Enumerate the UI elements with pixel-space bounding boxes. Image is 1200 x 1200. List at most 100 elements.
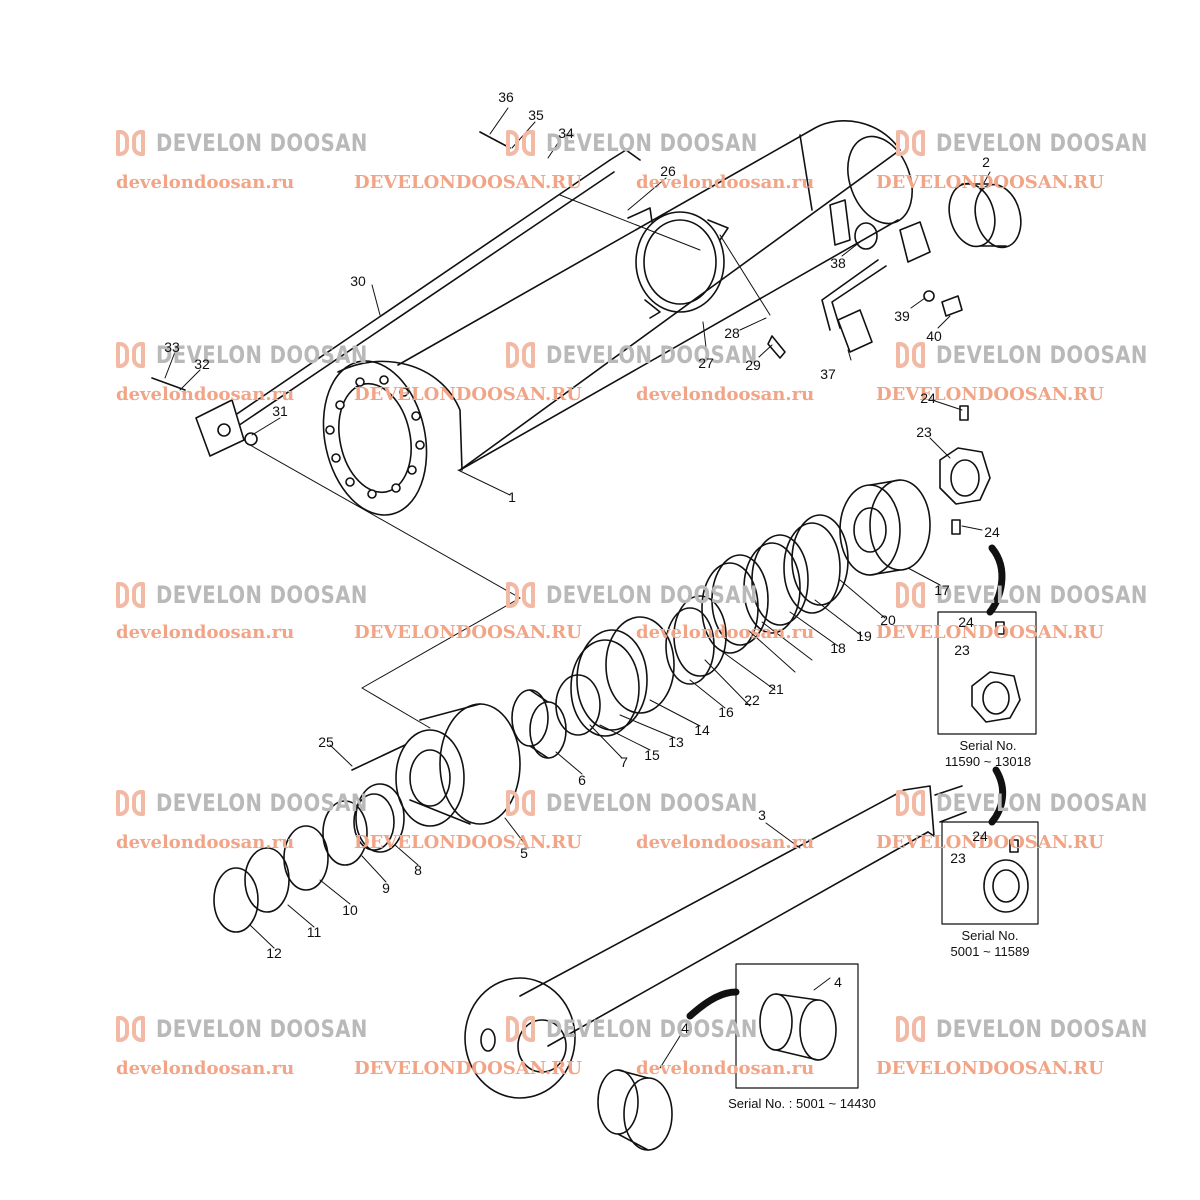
inset-box-nut-new bbox=[937, 611, 1037, 735]
leader-lines bbox=[164, 107, 991, 1069]
watermark-url: develondoosan.ru bbox=[116, 832, 295, 853]
watermark-logo: DEVELON DOOSAN bbox=[506, 580, 804, 610]
callout-label: 23 bbox=[916, 424, 932, 440]
callout-label: 32 bbox=[194, 356, 210, 372]
watermark-url: DEVELONDOOSAN.RU bbox=[876, 622, 1104, 643]
watermark-url: develondoosan.ru bbox=[116, 384, 295, 405]
pipe-37-part bbox=[821, 221, 963, 353]
watermark-mark-icon bbox=[896, 340, 930, 370]
watermark-brand: DEVELON DOOSAN bbox=[936, 129, 1148, 157]
watermark-mark-icon bbox=[116, 580, 150, 610]
callout-label: 14 bbox=[694, 722, 710, 738]
watermark-url: develondoosan.ru bbox=[636, 172, 815, 193]
callout-label: 29 bbox=[745, 357, 761, 373]
bolt-29 bbox=[767, 335, 786, 359]
watermark-url: develondoosan.ru bbox=[116, 172, 295, 193]
inset-callout-label: 24 bbox=[958, 614, 974, 630]
serial-range: 11590 ~ 13018 bbox=[944, 754, 1032, 769]
watermark-url: DEVELONDOOSAN.RU bbox=[876, 1058, 1104, 1079]
callout-label: 24 bbox=[984, 524, 1000, 540]
inset-bushing-drawing bbox=[759, 977, 837, 1061]
watermark-logo: DEVELON DOOSAN bbox=[116, 340, 414, 370]
watermark-mark-icon bbox=[896, 1014, 930, 1044]
watermark-brand: DEVELON DOOSAN bbox=[546, 581, 758, 609]
watermark-logo: DEVELON DOOSAN bbox=[506, 788, 804, 818]
serial-label: Serial No. bbox=[961, 928, 1019, 943]
bushing-4-part bbox=[597, 1069, 673, 1151]
bushing-2-part bbox=[948, 182, 1022, 249]
callout-label: 1 bbox=[508, 489, 516, 505]
callout-label: 10 bbox=[342, 902, 358, 918]
watermark-url: DEVELONDOOSAN.RU bbox=[354, 384, 582, 405]
piston-nut-part bbox=[939, 405, 991, 535]
inset-serial-caption: Serial No. : 5001 ~ 14430 bbox=[728, 1096, 876, 1111]
watermark-url: develondoosan.ru bbox=[636, 622, 815, 643]
watermark-url: DEVELONDOOSAN.RU bbox=[876, 172, 1104, 193]
watermark-url: develondoosan.ru bbox=[116, 622, 295, 643]
arrow-to-inset-bushing bbox=[686, 988, 740, 1020]
callout-label: 40 bbox=[926, 328, 942, 344]
rod-seals bbox=[213, 783, 405, 933]
callout-label: 8 bbox=[414, 862, 422, 878]
watermark-url: DEVELONDOOSAN.RU bbox=[876, 832, 1104, 853]
callout-label: 4 bbox=[681, 1020, 689, 1036]
watermark-brand: DEVELON DOOSAN bbox=[546, 789, 758, 817]
watermark-logo: DEVELON DOOSAN bbox=[506, 340, 804, 370]
inset-callout-label: 24 bbox=[972, 828, 988, 844]
callout-label: 19 bbox=[856, 628, 872, 644]
watermark-brand: DEVELON DOOSAN bbox=[156, 1015, 368, 1043]
serial-label: Serial No. bbox=[959, 738, 1017, 753]
callout-label: 6 bbox=[578, 772, 586, 788]
callout-label: 16 bbox=[718, 704, 734, 720]
watermark-mark-icon bbox=[506, 788, 540, 818]
inset-serial-caption: Serial No. 5001 ~ 11589 bbox=[951, 928, 1030, 960]
watermark-brand: DEVELON DOOSAN bbox=[936, 341, 1148, 369]
watermark-logo: DEVELON DOOSAN bbox=[116, 128, 414, 158]
callout-label: 33 bbox=[164, 339, 180, 355]
watermark-mark-icon bbox=[116, 340, 150, 370]
inset-box-nut-old bbox=[941, 821, 1039, 925]
callout-label: 39 bbox=[894, 308, 910, 324]
watermark-brand: DEVELON DOOSAN bbox=[156, 129, 368, 157]
arrow-to-inset-nut-old bbox=[988, 766, 1007, 826]
watermark-mark-icon bbox=[506, 580, 540, 610]
watermark-brand: DEVELON DOOSAN bbox=[156, 341, 368, 369]
callout-label: 15 bbox=[644, 747, 660, 763]
inset-callout-label: 4 bbox=[834, 974, 842, 990]
watermark-url: develondoosan.ru bbox=[116, 1058, 295, 1079]
watermark-mark-icon bbox=[116, 128, 150, 158]
assembly-lines bbox=[249, 194, 771, 729]
inset-box-bushing bbox=[735, 963, 859, 1089]
watermark-logo: DEVELON DOOSAN bbox=[116, 1014, 414, 1044]
callout-label: 31 bbox=[272, 403, 288, 419]
callout-label: 9 bbox=[382, 880, 390, 896]
watermark-logo: DEVELON DOOSAN bbox=[896, 788, 1194, 818]
watermark-brand: DEVELON DOOSAN bbox=[546, 341, 758, 369]
callout-label: 17 bbox=[934, 582, 950, 598]
watermark-url: DEVELONDOOSAN.RU bbox=[354, 622, 582, 643]
inset-nut-old-drawing bbox=[983, 839, 1029, 913]
bolt-33 bbox=[151, 377, 186, 391]
watermark-url: develondoosan.ru bbox=[636, 832, 815, 853]
pipe-clamp-part bbox=[627, 207, 729, 319]
callout-label: 37 bbox=[820, 366, 836, 382]
callout-label: 18 bbox=[830, 640, 846, 656]
bolt-36 bbox=[479, 131, 511, 149]
watermark-mark-icon bbox=[506, 340, 540, 370]
watermark-brand: DEVELON DOOSAN bbox=[936, 581, 1148, 609]
watermark-url: DEVELONDOOSAN.RU bbox=[354, 172, 582, 193]
watermark-url: develondoosan.ru bbox=[636, 384, 815, 405]
callout-label: 20 bbox=[880, 612, 896, 628]
callout-label: 28 bbox=[724, 325, 740, 341]
watermark-logo: DEVELON DOOSAN bbox=[896, 128, 1194, 158]
inset-callout-label: 23 bbox=[950, 850, 966, 866]
watermark-url: DEVELONDOOSAN.RU bbox=[354, 1058, 582, 1079]
watermark-url: DEVELONDOOSAN.RU bbox=[354, 832, 582, 853]
serial-range: 5001 ~ 11589 bbox=[950, 944, 1030, 959]
callout-label: 30 bbox=[350, 273, 366, 289]
watermark-mark-icon bbox=[116, 788, 150, 818]
watermark-logo: DEVELON DOOSAN bbox=[116, 580, 414, 610]
gland-part bbox=[395, 703, 521, 827]
